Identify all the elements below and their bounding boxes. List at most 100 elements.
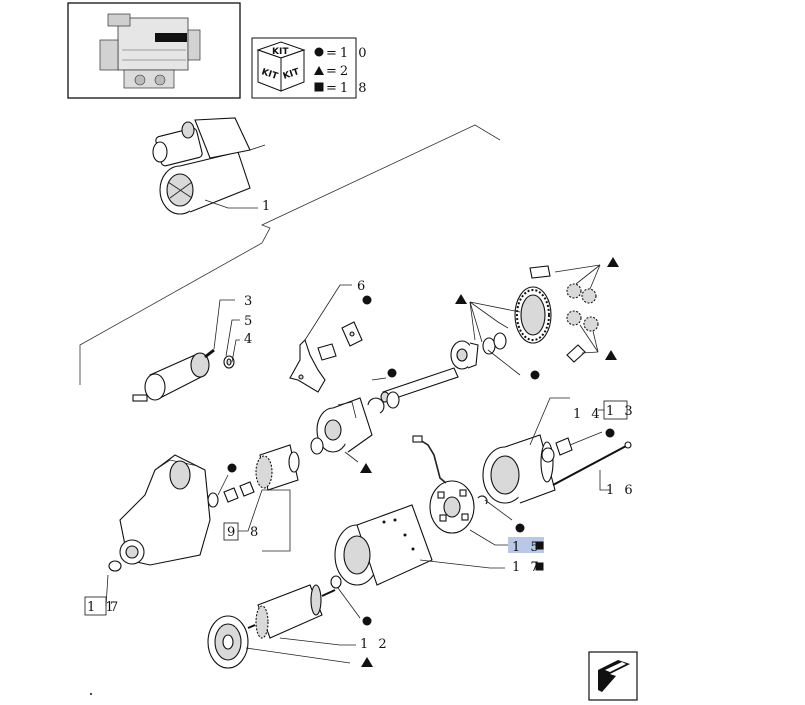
planet-gears[interactable]: [566, 283, 599, 332]
kit-label-top: KIT: [272, 47, 289, 57]
lever-support-parts[interactable]: [317, 321, 363, 361]
legend-square-text: =1 8: [326, 81, 370, 96]
leader-11-7: [105, 574, 109, 607]
leader-tri-c: [469, 301, 483, 343]
leader-15: [469, 529, 510, 546]
intermediate-housing[interactable]: [316, 397, 373, 453]
leader-3: [213, 299, 235, 350]
leader-8: [238, 489, 291, 552]
callout-6: 6: [357, 279, 368, 294]
kit-dot-marker-e: [515, 523, 525, 533]
leader-tri-d: [469, 301, 521, 313]
cover-cap[interactable]: [555, 437, 573, 456]
next-page-arrow-icon: [598, 660, 630, 692]
callout-12: 1 2: [360, 637, 390, 652]
kit-triangle-marker-b: [607, 257, 619, 267]
callout-16: 1 6: [606, 483, 636, 498]
drive-end-housing[interactable]: [119, 454, 211, 566]
leader-12: [279, 637, 356, 646]
legend-triangle-text: =2: [326, 64, 351, 79]
yoke-field-frame[interactable]: [334, 504, 433, 586]
next-page-button[interactable]: [588, 651, 638, 701]
kit-triangle-marker-h: [361, 657, 373, 667]
kit-legend: KIT KIT KIT =1 0 =2 =1 8: [251, 37, 370, 99]
leader-tri-a: [469, 301, 509, 329]
kit-dot-marker-d: [362, 616, 372, 626]
callout-5: 5: [244, 314, 255, 329]
armature[interactable]: [247, 584, 336, 639]
callout-15: 1 5: [512, 540, 542, 555]
through-bolt[interactable]: [552, 441, 632, 486]
callout-14: 1 4: [573, 407, 603, 422]
kit-dot-marker-6: [362, 295, 372, 305]
brush-plate-clip[interactable]: [477, 495, 488, 505]
spacer-washers[interactable]: [482, 332, 507, 355]
engagement-lever[interactable]: [289, 338, 326, 393]
internal-ring-gear[interactable]: [514, 286, 552, 344]
drive-housing-bush[interactable]: [108, 560, 122, 572]
kit-square-marker-15: [535, 541, 544, 550]
leader-dot-b: [371, 377, 387, 381]
leader-14: [529, 397, 570, 446]
section-break-line: [79, 124, 501, 385]
leader-dot-d: [337, 587, 361, 619]
kit-square-marker-17: [535, 562, 544, 571]
shaft-spacer[interactable]: [380, 367, 459, 403]
kit-triangle-marker-a: [455, 294, 467, 304]
clip-ring[interactable]: [367, 397, 385, 414]
kit-dot-marker-f: [605, 428, 615, 438]
legend-dot-text: =1 0: [326, 46, 370, 61]
leader-dot-e: [484, 499, 513, 521]
stray-dot: [90, 693, 92, 695]
engine-locator-thumbnail[interactable]: [67, 2, 241, 99]
leader-tri-e3: [589, 264, 601, 290]
planet-carrier-shaft[interactable]: [450, 340, 479, 370]
seal-ring[interactable]: [386, 391, 400, 409]
callout-9: 9: [227, 525, 238, 540]
pinion-bushings[interactable]: [207, 481, 255, 508]
solenoid-switch[interactable]: [132, 348, 215, 402]
leader-tri-f3: [581, 351, 599, 354]
planet-gear-key[interactable]: [529, 265, 551, 279]
leader-tri-e2: [575, 264, 601, 285]
housing-oring[interactable]: [310, 437, 324, 455]
cover-bushing[interactable]: [541, 447, 555, 463]
legend-triangle-icon: [314, 66, 324, 75]
callout-9-box: [223, 522, 239, 541]
engine-icon: [99, 13, 201, 89]
callout-13-box: [603, 400, 628, 420]
leader-tri-b: [469, 301, 476, 341]
kit-triangle-marker-c: [605, 350, 617, 360]
leader-16: [599, 470, 610, 491]
leader-17: [419, 559, 505, 569]
armature-washer[interactable]: [330, 575, 342, 589]
starter-motor-assembly[interactable]: [152, 117, 266, 215]
brush-lead-wire[interactable]: [412, 435, 447, 484]
callout-1: 1: [262, 199, 273, 214]
drive-pinion[interactable]: [255, 444, 300, 491]
legend-square-icon: [314, 82, 324, 92]
callout-7: 7: [110, 600, 121, 615]
commutator-end-cover[interactable]: [482, 434, 556, 504]
end-plate-seal[interactable]: [207, 615, 249, 669]
leader-4: [231, 339, 240, 363]
callout-13: 1 3: [606, 404, 636, 419]
leader-5: [225, 319, 240, 357]
leader-tri-g: [344, 451, 359, 463]
brush-holder-plate[interactable]: [429, 480, 475, 534]
legend-dot-icon: [314, 47, 324, 57]
leader-tri-f2: [592, 330, 599, 353]
callout-11: 1 1: [87, 600, 117, 615]
kit-dot-marker-b: [387, 368, 397, 378]
leader-1: [204, 199, 258, 209]
leader-tri-h: [245, 647, 351, 664]
solenoid-washer[interactable]: [223, 355, 235, 369]
kit-triangle-marker-g: [360, 463, 372, 473]
leader-dot-c: [217, 474, 229, 496]
leader-dot-f: [569, 431, 603, 446]
leader-dot-a: [487, 349, 521, 376]
pinion-stop-piece[interactable]: [566, 344, 586, 363]
kit-dot-marker-c: [227, 463, 237, 473]
leader-tri-e1: [554, 264, 601, 273]
